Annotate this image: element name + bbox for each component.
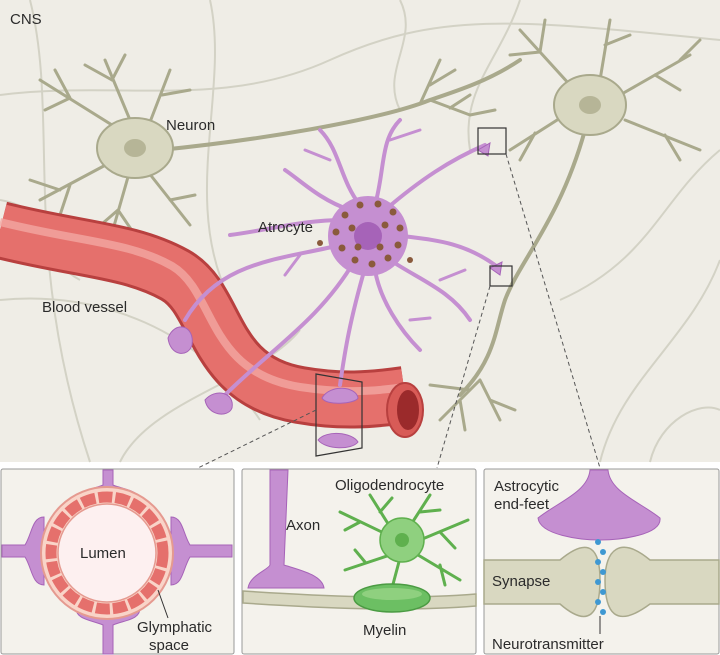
astrocyte-branchlets bbox=[283, 128, 467, 322]
lumen bbox=[57, 503, 157, 603]
end-foot-left bbox=[1, 516, 45, 586]
axon-branch bbox=[428, 93, 497, 117]
astrocyte-nucleus bbox=[354, 222, 382, 250]
dendrite bbox=[143, 166, 197, 227]
dendrite bbox=[623, 118, 702, 162]
oligodendrocyte-processes bbox=[338, 493, 470, 590]
astrocyte-process bbox=[373, 268, 422, 352]
oligodendrocyte-label: Oligodendrocyte bbox=[335, 477, 444, 494]
inset-vessel-section: Lumen Glymphatic space bbox=[0, 468, 235, 655]
astrocyte-process bbox=[373, 118, 402, 207]
dendrite bbox=[38, 68, 122, 132]
dendrite bbox=[508, 18, 572, 87]
astrocyte-process bbox=[388, 258, 472, 322]
axon-terminal bbox=[428, 378, 517, 432]
dendrite bbox=[598, 18, 632, 82]
lumen-label: Lumen bbox=[80, 545, 126, 562]
astrocyte-process bbox=[183, 243, 342, 322]
zoom-box-synapse bbox=[477, 127, 507, 155]
dendrite bbox=[148, 68, 192, 124]
neurotransmitter-dots bbox=[595, 539, 606, 615]
dendrite bbox=[508, 113, 567, 162]
end-foot-synapse bbox=[489, 261, 503, 276]
zoom-box-vessel bbox=[315, 373, 363, 457]
end-foot bbox=[317, 433, 359, 449]
glymphatic-label-2: space bbox=[149, 637, 189, 654]
zoom-boxes bbox=[315, 127, 513, 457]
end-foot bbox=[321, 387, 359, 404]
zoom-lines bbox=[197, 153, 601, 469]
neuron-right-nucleus bbox=[579, 96, 601, 114]
inset-synapse: Astrocytic end-feet Synapse Neurotransmi… bbox=[483, 468, 720, 655]
synapse-label: Synapse bbox=[492, 573, 550, 590]
myelin-highlight bbox=[362, 588, 422, 600]
neuron-left-nucleus bbox=[124, 139, 146, 157]
astrocyte-process bbox=[318, 128, 362, 207]
glymphatic-leader bbox=[157, 589, 169, 619]
zoom-box-axon bbox=[489, 265, 513, 287]
endfeet-label-1: Astrocytic bbox=[494, 478, 560, 495]
glymphatic-label-1: Glymphatic bbox=[137, 619, 213, 636]
main-panel: CNS Neuron bbox=[0, 0, 720, 469]
endothelial-ring bbox=[45, 491, 169, 615]
dendrite bbox=[28, 158, 117, 217]
inset-axon: Axon Oligodendrocyte Myelin bbox=[241, 468, 477, 655]
axon-left bbox=[158, 58, 522, 152]
neurotransmitter-label: Neurotransmitter bbox=[492, 636, 604, 653]
astrocyte-process bbox=[338, 266, 367, 387]
astrocyte-process-foot bbox=[247, 469, 325, 589]
astrocyte-granules bbox=[317, 200, 413, 268]
myelin-label: Myelin bbox=[363, 622, 406, 639]
blood-vessel-label: Blood vessel bbox=[42, 299, 127, 316]
end-foot-right bbox=[170, 516, 233, 586]
neuron-right bbox=[428, 18, 702, 432]
astrocyte-process bbox=[383, 143, 487, 212]
axon-right bbox=[458, 128, 587, 397]
axon-branch bbox=[418, 58, 457, 106]
dendrite bbox=[618, 38, 702, 97]
endfeet-label-2: end-feet bbox=[494, 496, 550, 513]
end-foot bbox=[167, 326, 193, 354]
astrocyte-process bbox=[223, 258, 357, 397]
cns-label: CNS bbox=[10, 11, 42, 28]
oligodendrocyte-nucleus bbox=[395, 533, 409, 547]
end-foot-synapse bbox=[477, 142, 491, 157]
astrocyte-label: Atrocyte bbox=[258, 219, 313, 236]
vessel-lumen-opening bbox=[397, 390, 419, 430]
axon-label: Axon bbox=[286, 517, 320, 534]
neuron-label: Neuron bbox=[166, 117, 215, 134]
astrocyte-end-feet bbox=[167, 142, 503, 449]
postsynaptic-terminal bbox=[604, 546, 720, 618]
dendrite bbox=[83, 53, 132, 122]
end-foot bbox=[204, 392, 233, 415]
